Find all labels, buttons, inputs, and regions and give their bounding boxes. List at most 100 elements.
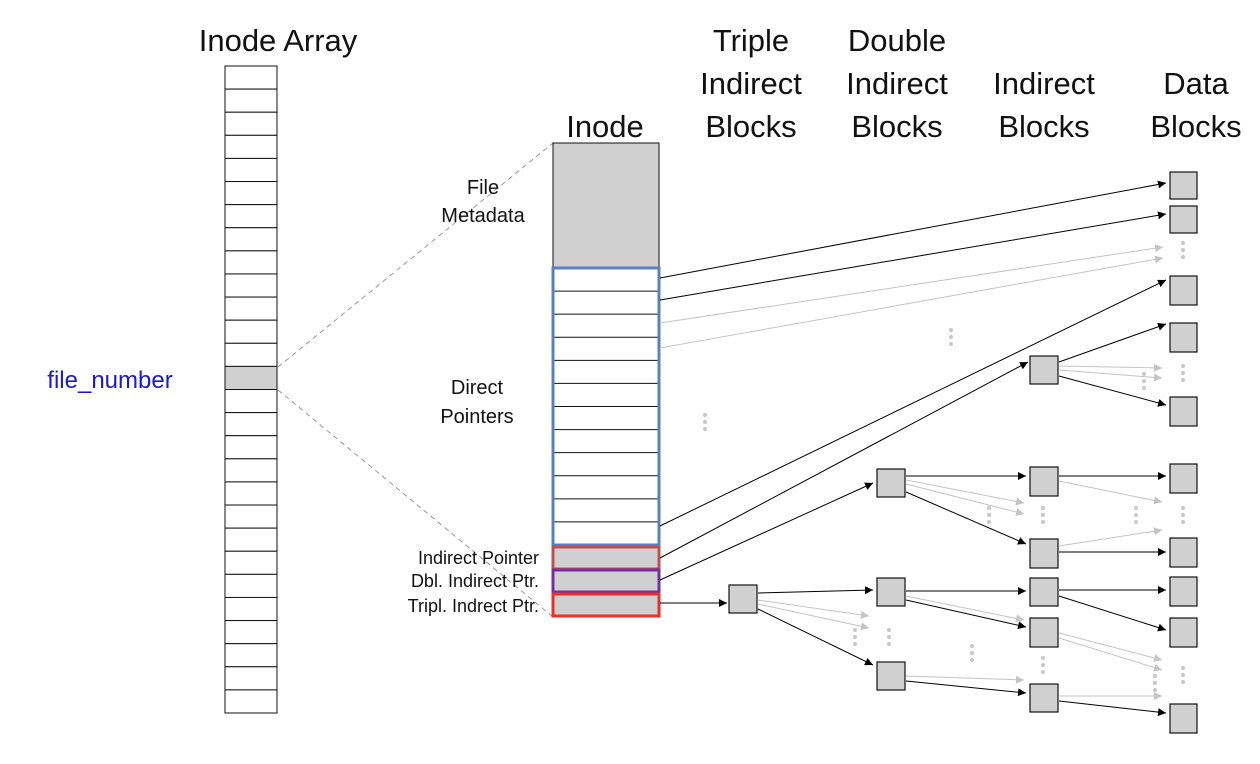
header-triple-indirect-blocks: Triple Indirect Blocks — [700, 23, 802, 144]
ellipsis-dot — [1181, 371, 1185, 375]
inode-array-cell — [224, 550, 278, 575]
ellipsis-dot — [1153, 674, 1157, 678]
direct-pointer-slots — [553, 290, 659, 523]
inode-array-cell — [224, 204, 278, 229]
double-indirect-block — [876, 577, 906, 607]
ellipsis-dot — [703, 413, 707, 417]
dbl-to-ind-arrow-faded — [905, 483, 1025, 516]
ellipsis-dot — [1181, 666, 1185, 670]
header-data-line-1: Data — [1163, 66, 1229, 101]
header-indirect-blocks: Indirect Blocks — [993, 66, 1095, 144]
ellipsis-dot — [1181, 248, 1185, 252]
direct-pointers-label: Direct Pointers — [440, 377, 513, 428]
inode-array-cell — [224, 88, 278, 113]
header-indirect-line-1: Indirect — [993, 66, 1095, 101]
header-double-line-3: Blocks — [851, 109, 942, 144]
inode-array-cell — [224, 227, 278, 252]
ellipsis-dot — [1041, 513, 1045, 517]
file-number-label: file_number — [47, 367, 172, 394]
ellipsis-dot — [987, 513, 991, 517]
indirect-blocks — [1029, 355, 1059, 713]
ellipsis-dot — [853, 635, 857, 639]
inode-array-cell — [224, 596, 278, 622]
ellipsis-dot — [949, 328, 953, 332]
ellipsis-dot — [1134, 513, 1138, 517]
ind-to-data-arrow — [1058, 700, 1167, 717]
double-indirect-pointer-slot — [551, 568, 661, 594]
ellipsis-dot — [970, 651, 974, 655]
inode-array-cell — [224, 504, 278, 529]
ind-to-data-arrow — [1058, 595, 1167, 632]
inode-array-cell — [224, 481, 278, 506]
direct-pointers-line-1: Direct — [451, 377, 504, 399]
ind-to-data-arrow-faded — [1058, 480, 1163, 505]
data-block — [1169, 322, 1198, 353]
inode-array-cell — [224, 181, 278, 206]
zoom-line-bottom — [277, 389, 554, 618]
inode — [551, 142, 661, 618]
direct-arrow — [659, 211, 1167, 301]
indirect-pointer-slot — [551, 545, 661, 571]
data-block — [1169, 537, 1198, 568]
ellipsis-dot — [1041, 506, 1045, 510]
ellipsis-dot — [887, 642, 891, 646]
ellipsis-dot — [949, 342, 953, 346]
data-blocks — [1169, 171, 1198, 734]
ellipsis-dot — [1041, 670, 1045, 674]
ellipsis-dot — [970, 658, 974, 662]
header-triple-line-3: Blocks — [705, 109, 796, 144]
header-double-indirect-blocks: Double Indirect Blocks — [846, 23, 948, 144]
dbl-to-ind-arrow — [905, 599, 1027, 630]
indirect-block — [1029, 355, 1059, 385]
double-indirect-block — [876, 661, 906, 691]
ellipsis-dot — [1134, 520, 1138, 524]
direct-arrow — [659, 180, 1167, 279]
indirect-arrow — [659, 361, 1029, 559]
inode-array-cell — [224, 111, 278, 136]
header-triple-line-2: Indirect — [700, 66, 802, 101]
inode-array-cell — [224, 157, 278, 183]
ellipsis-dot — [1181, 255, 1185, 259]
direct-arrow-faded — [659, 244, 1164, 324]
direct-pointers-box — [551, 266, 661, 547]
ellipsis-dot — [703, 420, 707, 424]
triple-indirect-pointer-slot — [551, 592, 661, 618]
ellipsis-dot — [1181, 680, 1185, 684]
data-block — [1169, 576, 1198, 607]
ellipsis-dot — [703, 427, 707, 431]
ellipsis-dot — [887, 628, 891, 632]
triple-indirect-blocks — [728, 584, 758, 614]
ellipsis-dot — [1181, 364, 1185, 368]
inode-array-cell — [224, 250, 278, 275]
data-block — [1169, 171, 1198, 200]
inode-array-cell — [224, 273, 278, 298]
ellipsis-dot — [1153, 688, 1157, 692]
inode-array-cell — [224, 65, 278, 90]
ellipsis-dots — [703, 241, 1185, 692]
inode-array-cell — [224, 620, 278, 645]
data-block — [1169, 463, 1198, 494]
ellipsis-dot — [853, 628, 857, 632]
ellipsis-dot — [1041, 663, 1045, 667]
ellipsis-dot — [1134, 506, 1138, 510]
ellipsis-dot — [1142, 379, 1146, 383]
tri-to-dbl-arrow — [757, 608, 874, 666]
data-block — [1169, 205, 1198, 234]
ellipsis-dot — [853, 642, 857, 646]
header-inode: Inode — [566, 109, 644, 144]
ellipsis-dot — [1041, 656, 1045, 660]
inode-array-cell — [224, 643, 278, 668]
dbl-to-ind-arrow — [905, 491, 1027, 545]
header-data-blocks: Data Blocks — [1150, 66, 1241, 144]
inode-array-cell — [224, 389, 278, 414]
header-data-line-2: Blocks — [1150, 109, 1241, 144]
ellipsis-dot — [949, 335, 953, 339]
indirect-block — [1029, 538, 1059, 569]
data-block — [1169, 275, 1198, 306]
ellipsis-dot — [887, 635, 891, 639]
direct-arrow — [659, 279, 1167, 527]
data-block — [1169, 703, 1198, 734]
dbl-indirect-ptr-label: Dbl. Indirect Ptr. — [411, 571, 539, 591]
indirect-to-data-arrow — [1058, 322, 1167, 363]
inode-array-cell — [224, 412, 278, 437]
